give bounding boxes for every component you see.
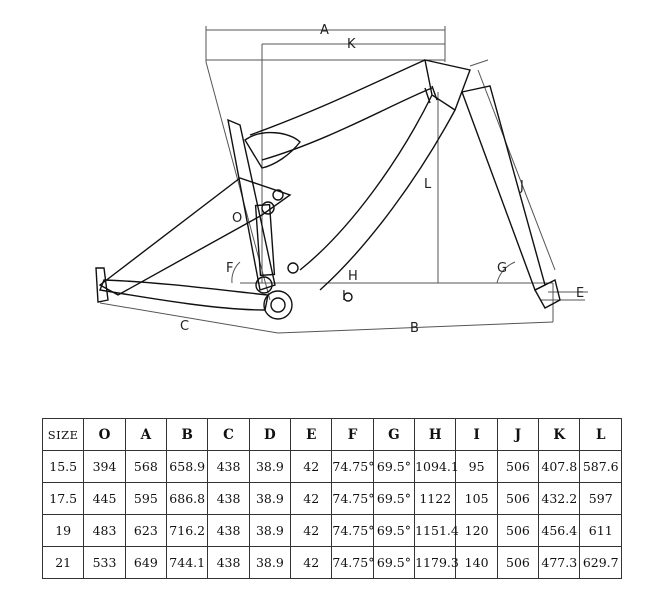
table-cell: 1179.3 xyxy=(414,546,459,579)
table-cell: 1151.4 xyxy=(414,514,459,547)
frame-geometry-drawing: A K L J O F G H I C B E xyxy=(95,23,588,336)
column-header: A xyxy=(124,418,168,451)
column-header: G xyxy=(372,418,416,451)
table-cell: 38.9 xyxy=(248,546,292,579)
column-header: D xyxy=(248,418,292,451)
column-header: B xyxy=(166,418,209,451)
table-cell: 611 xyxy=(579,514,622,547)
table-cell: 432.2 xyxy=(538,482,581,515)
dim-label-e: E xyxy=(576,286,584,301)
column-header: E xyxy=(290,418,333,451)
table-cell: 506 xyxy=(496,514,540,547)
table-cell: 533 xyxy=(83,546,126,579)
table-cell: 38.9 xyxy=(248,514,292,547)
dim-label-b: B xyxy=(410,321,419,336)
table-cell: 69.5° xyxy=(372,514,416,547)
table-cell: 38.9 xyxy=(248,482,292,515)
table-cell: 394 xyxy=(83,450,126,483)
dimension-lines xyxy=(99,26,588,334)
column-header: L xyxy=(579,418,622,451)
table-cell: 19 xyxy=(41,514,85,547)
table-cell: 1122 xyxy=(414,482,457,515)
dim-label-g: G xyxy=(497,261,507,276)
table-cell: 716.2 xyxy=(166,514,209,547)
table-cell: 17.5 xyxy=(41,482,85,515)
table-cell: 438 xyxy=(207,450,250,483)
table-cell: 42 xyxy=(290,482,333,515)
table-cell: 595 xyxy=(124,482,168,515)
table-cell: 74.75° xyxy=(331,546,374,579)
table-cell: 629.7 xyxy=(579,546,622,579)
column-header: J xyxy=(496,418,540,451)
dim-label-i: I xyxy=(342,289,346,304)
table-cell: 483 xyxy=(83,514,126,547)
table-cell: 649 xyxy=(124,546,168,579)
table-cell: 74.75° xyxy=(331,514,374,547)
table-cell: 74.75° xyxy=(331,482,374,515)
table-cell: 506 xyxy=(496,450,540,483)
dim-label-j: J xyxy=(519,179,524,194)
table-cell: 477.3 xyxy=(538,546,581,579)
table-cell: 15.5 xyxy=(41,450,85,483)
table-cell: 438 xyxy=(207,546,250,579)
column-header: I xyxy=(455,418,498,451)
table-cell: 686.8 xyxy=(166,482,209,515)
dim-label-o: O xyxy=(232,211,242,226)
bike-frame xyxy=(95,59,561,320)
table-cell: 120 xyxy=(455,514,498,547)
dim-label-h: H xyxy=(348,269,358,284)
table-cell: 587.6 xyxy=(579,450,622,483)
table-cell: 140 xyxy=(455,546,498,579)
table-cell: 744.1 xyxy=(166,546,209,579)
table-cell: 1094.1 xyxy=(414,450,459,483)
table-cell: 445 xyxy=(83,482,126,515)
table-cell: 105 xyxy=(455,482,498,515)
table-cell: 69.5° xyxy=(372,546,416,579)
column-header: C xyxy=(207,418,250,451)
column-header: F xyxy=(331,418,374,451)
table-cell: 42 xyxy=(290,514,333,547)
dim-label-c: C xyxy=(180,319,189,334)
table-cell: 506 xyxy=(496,546,540,579)
table-cell: 38.9 xyxy=(248,450,292,483)
dim-label-l: L xyxy=(424,177,432,192)
column-header: K xyxy=(538,418,581,451)
table-cell: 69.5° xyxy=(372,482,416,515)
table-cell: 74.75° xyxy=(331,450,374,483)
table-cell: 623 xyxy=(124,514,168,547)
table-cell: 597 xyxy=(579,482,622,515)
table-cell: 21 xyxy=(41,546,85,579)
dim-label-k: K xyxy=(347,37,356,52)
table-cell: 42 xyxy=(290,450,333,483)
dim-label-a: A xyxy=(320,23,329,38)
table-cell: 456.4 xyxy=(538,514,581,547)
table-cell: 42 xyxy=(290,546,333,579)
table-cell: 95 xyxy=(455,450,498,483)
table-cell: 407.8 xyxy=(538,450,581,483)
column-header: SIZE xyxy=(41,418,85,451)
column-header: H xyxy=(414,418,457,451)
table-cell: 438 xyxy=(207,514,250,547)
table-cell: 69.5° xyxy=(372,450,416,483)
dim-label-f: F xyxy=(226,261,233,276)
table-cell: 506 xyxy=(496,482,540,515)
table-cell: 658.9 xyxy=(166,450,209,483)
table-cell: 568 xyxy=(124,450,168,483)
column-header: O xyxy=(83,418,126,451)
table-cell: 438 xyxy=(207,482,250,515)
